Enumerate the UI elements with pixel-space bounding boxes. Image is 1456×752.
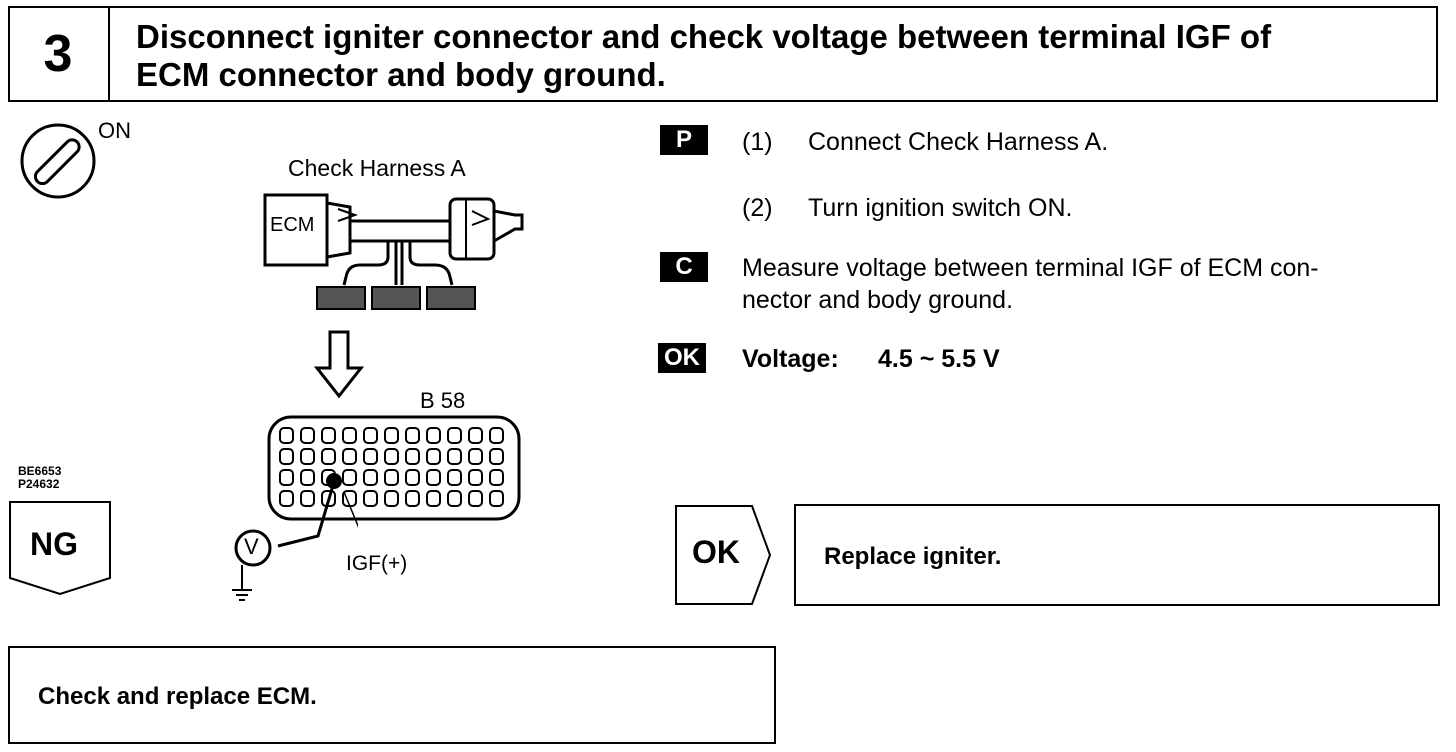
ok-result-label: OK: [692, 534, 740, 570]
step-title-line2: ECM connector and body ground.: [136, 56, 666, 93]
connector-pin: [405, 448, 420, 465]
connector-pin: [363, 490, 378, 507]
connector-pin: [342, 448, 357, 465]
check-instruction: Measure voltage between terminal IGF of …: [742, 252, 1442, 316]
p-tag: P: [660, 125, 708, 155]
connector-pin: [405, 490, 420, 507]
figure-code: BE6653 P24632: [18, 465, 61, 491]
connector-pin: [300, 469, 315, 486]
connector-pin: [384, 469, 399, 486]
connector-pin: [468, 448, 483, 465]
switch-on-label: ON: [98, 118, 131, 143]
figure-code-line1: BE6653: [18, 464, 62, 478]
step-title: Disconnect igniter connector and check v…: [136, 18, 1426, 94]
ng-action-text: Check and replace ECM.: [38, 683, 317, 710]
step2-text: Turn ignition switch ON.: [808, 194, 1073, 222]
check-instruction-line2: nector and body ground.: [742, 286, 1014, 314]
ok-result-shape: [675, 505, 772, 605]
ok-voltage-value: 4.5 ~ 5.5 V: [878, 345, 1000, 373]
connector-pin: [342, 469, 357, 486]
step1-num: (1): [742, 128, 773, 156]
check-harness-diagram: [263, 193, 524, 310]
ng-label: NG: [30, 526, 78, 562]
connector-pin: [300, 448, 315, 465]
connector-pin: [384, 427, 399, 444]
ok-action-text: Replace igniter.: [824, 543, 1002, 570]
connector-pin: [384, 490, 399, 507]
step-number: 3: [8, 6, 110, 102]
connector-pin: [279, 427, 294, 444]
connector-pin: [363, 469, 378, 486]
connector-pin: [489, 448, 504, 465]
connector-pin: [447, 469, 462, 486]
voltmeter-symbol: V: [244, 534, 259, 559]
step1-text: Connect Check Harness A.: [808, 128, 1109, 156]
connector-pin: [489, 490, 504, 507]
connector-pin: [321, 448, 336, 465]
ok-action-box: [794, 504, 1440, 606]
connector-pin: [426, 490, 441, 507]
connector-pin: [384, 448, 399, 465]
connector-pin: [447, 427, 462, 444]
ok-tag: OK: [658, 343, 706, 373]
connector-pin: [279, 490, 294, 507]
ng-action-box: [8, 646, 776, 744]
check-instruction-line1: Measure voltage between terminal IGF of …: [742, 254, 1319, 282]
connector-pin: [405, 427, 420, 444]
harness-label: Check Harness A: [288, 155, 466, 181]
connector-pin: [363, 448, 378, 465]
connector-pin: [468, 490, 483, 507]
connector-pin: [468, 427, 483, 444]
connector-pin: [447, 490, 462, 507]
connector-pin: [342, 427, 357, 444]
step-title-line1: Disconnect igniter connector and check v…: [136, 18, 1272, 55]
down-arrow-icon: [314, 330, 364, 399]
connector-pin: [279, 448, 294, 465]
connector-pin: [447, 448, 462, 465]
connector-pin: [405, 469, 420, 486]
step2-num: (2): [742, 194, 773, 222]
connector-pin: [489, 469, 504, 486]
connector-pin: [489, 427, 504, 444]
c-tag: C: [660, 252, 708, 282]
connector-pin: [363, 427, 378, 444]
connector-label: B 58: [420, 388, 466, 413]
ignition-switch-icon: [20, 123, 96, 199]
connector-pin: [279, 469, 294, 486]
connector-pin: [426, 469, 441, 486]
connector-pin: [468, 469, 483, 486]
ok-voltage-label: Voltage:: [742, 345, 839, 373]
ng-result-shape: [9, 501, 111, 596]
connector-pin: [300, 427, 315, 444]
step-header: [8, 6, 1438, 102]
connector-pin: [321, 427, 336, 444]
ecm-label: ECM: [270, 214, 315, 236]
voltmeter-wiring: [232, 481, 358, 601]
connector-pin: [300, 490, 315, 507]
connector-pin: [426, 427, 441, 444]
igf-terminal-label: IGF(+): [346, 552, 408, 575]
figure-code-line2: P24632: [18, 477, 60, 491]
connector-pin: [426, 448, 441, 465]
